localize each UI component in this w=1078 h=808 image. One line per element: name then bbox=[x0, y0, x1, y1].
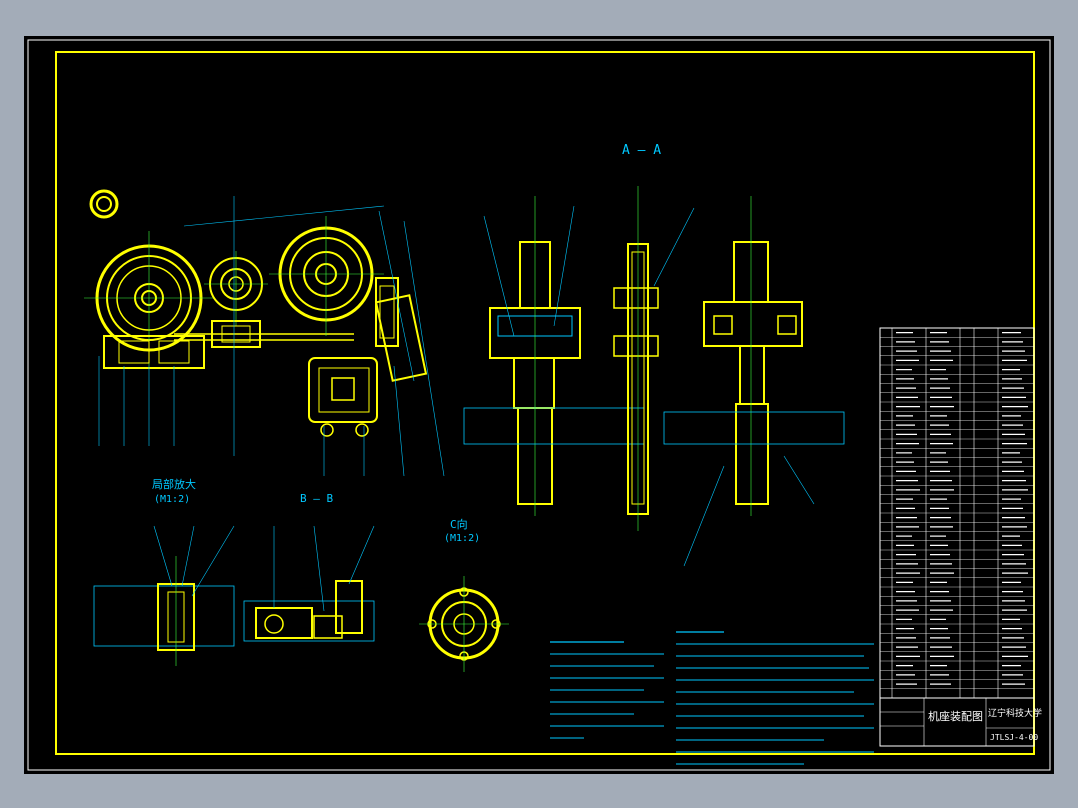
view-c-flange bbox=[419, 576, 509, 672]
sheet-border bbox=[27, 39, 1051, 771]
detail-label: 局部放大 bbox=[152, 477, 196, 491]
view-c-label: C向 bbox=[450, 517, 468, 531]
technical-notes-left bbox=[550, 641, 664, 739]
drawing-frame bbox=[55, 51, 1035, 755]
section-aa-label: A — A bbox=[622, 143, 661, 158]
title-block: 机座装配图 辽宁科技大学 JTLSJ-4-00 bbox=[879, 697, 1042, 747]
detail-enlarged-view bbox=[93, 525, 235, 666]
section-bb-label: B — B bbox=[300, 492, 333, 505]
view-c-scale: (M1:2) bbox=[444, 533, 480, 544]
section-bb-view bbox=[243, 525, 375, 642]
cad-drawing-canvas: A — A 局部放大 (M1:2) bbox=[24, 36, 1054, 774]
title-block-drawing-no: JTLSJ-4-00 bbox=[990, 733, 1038, 742]
parts-list-table bbox=[879, 327, 1035, 699]
title-block-title: 机座装配图 bbox=[928, 709, 983, 723]
title-block-school: 辽宁科技大学 bbox=[988, 707, 1042, 719]
detail-scale: (M1:2) bbox=[154, 494, 190, 505]
main-view-gearbox bbox=[84, 189, 445, 477]
technical-notes-right bbox=[676, 631, 874, 765]
section-aa-view bbox=[463, 186, 845, 567]
